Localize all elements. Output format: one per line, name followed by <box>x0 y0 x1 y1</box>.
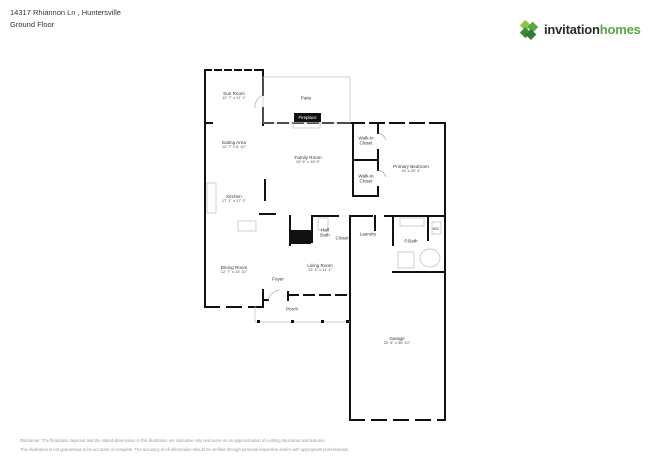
room-dining-room: Dining Room 12' 7" x 15' 10" <box>220 265 248 275</box>
room-eating-area: Eating Area 12' 7" x 8' 10" <box>221 140 247 150</box>
room-primary-bedroom: Primary Bedroom 16' x 20' 4" <box>393 164 429 174</box>
room-sun-room: Sun Room 12' 7" x 11' 1" <box>222 91 246 101</box>
fireplace: Fireplace <box>294 113 321 122</box>
room-garage: Garage 20' 5" x 36' 10" <box>383 336 411 346</box>
disclaimer-line-2: This illustration is not guaranteed to b… <box>20 447 350 452</box>
room-wic: WIC <box>432 226 440 231</box>
room-closet: Closet <box>335 235 349 241</box>
room-kitchen: Kitchen 17' 1" x 17' 2" <box>221 194 247 204</box>
room-family-room: Family Room 19' 9" x 16' 5" <box>294 155 322 165</box>
room-half-bath: Half Bath <box>320 227 330 238</box>
floor-label: Ground Floor <box>10 20 55 29</box>
room-walk-in-closet-2: Walk-in Closet <box>358 173 374 184</box>
green-diamond-logo-icon <box>519 19 539 40</box>
disclaimer-line-1: Disclaimer: The floorplans depicted and … <box>20 438 326 443</box>
room-living-room: Living Room 13' 3" x 11' 1" <box>307 263 333 273</box>
room-laundry: Laundry <box>359 231 377 237</box>
brand-name-part2: homes <box>599 21 641 37</box>
room-walk-in-closet-1: Walk-in Closet <box>358 135 374 146</box>
invitation-homes-logo: invitation homes <box>518 16 641 42</box>
brand-name-part1: invitation <box>544 21 600 37</box>
room-patio: Patio <box>300 95 312 101</box>
room-porch: Porch <box>285 306 299 312</box>
property-address: 14317 Rhiannon Ln , Huntersville <box>10 8 121 17</box>
room-foyer: Foyer <box>272 276 284 282</box>
room-primary-bath: P.Bath <box>404 238 418 244</box>
